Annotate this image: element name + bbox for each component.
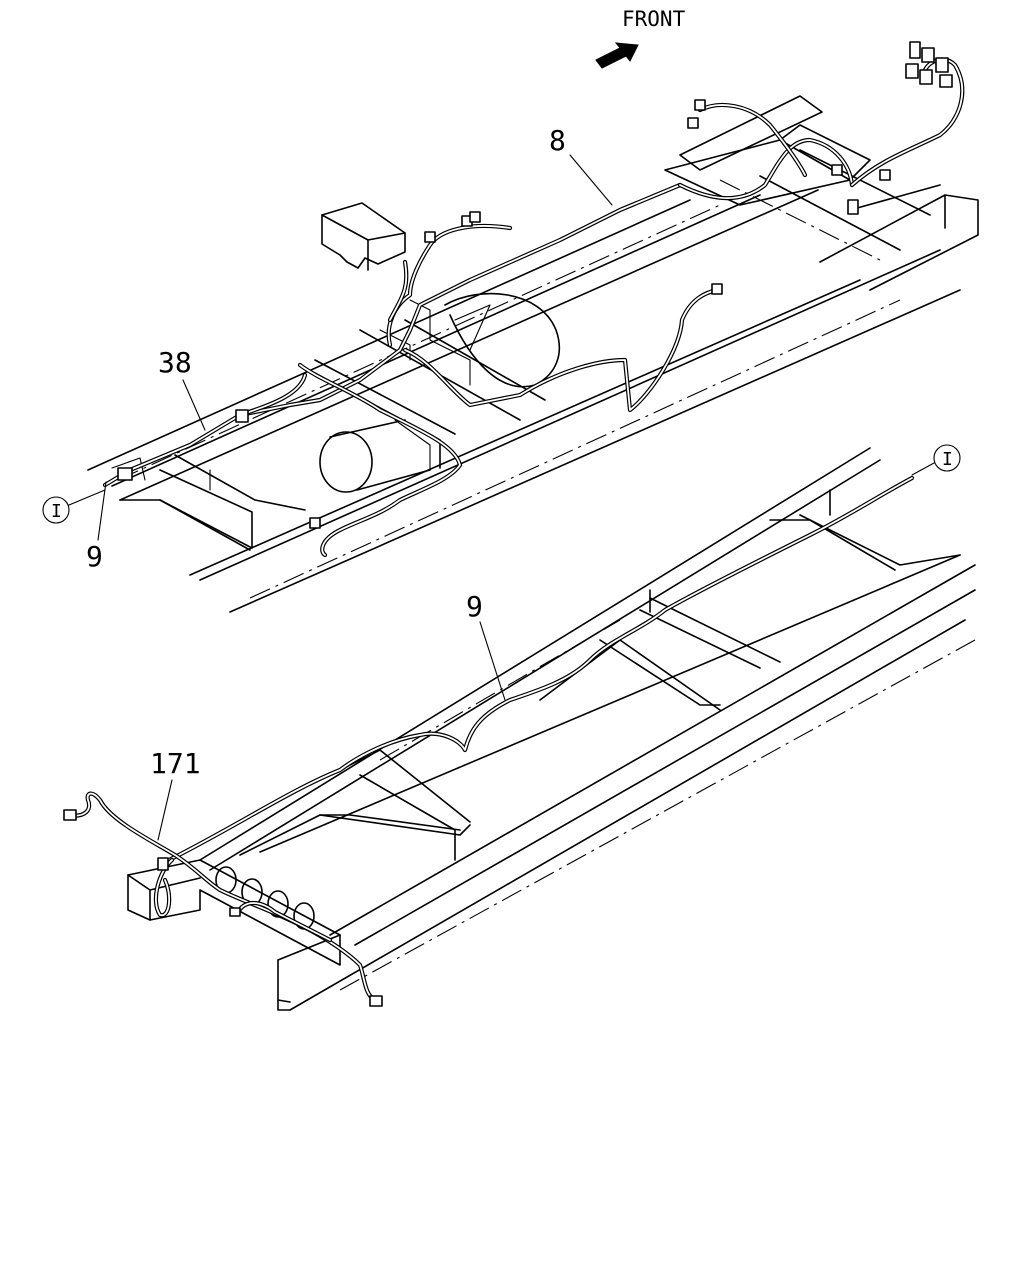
- callout-9-lower: 9: [466, 590, 506, 701]
- marker-label: I: [942, 449, 953, 470]
- front-label: FRONT: [622, 7, 686, 31]
- connector-icon: [369, 995, 383, 1007]
- callout-171: 171: [150, 747, 201, 841]
- callout-label: 9: [466, 590, 483, 623]
- connector-icon: [235, 409, 249, 423]
- callout-38: 38: [158, 346, 206, 431]
- callout-label: 171: [150, 747, 201, 780]
- callout-8: 8: [549, 124, 613, 206]
- callout-label: 9: [86, 540, 103, 573]
- upper-frame-assembly: [87, 95, 979, 613]
- lower-wire-harness: [63, 475, 915, 1007]
- connector-icon: [229, 907, 241, 917]
- upper-wire-harness: [102, 41, 965, 558]
- connection-marker-left: I: [42, 489, 106, 524]
- connector-icon: [687, 117, 699, 129]
- connector-icon: [63, 809, 77, 821]
- connector-icon: [424, 231, 436, 243]
- lower-frame-assembly: [127, 447, 976, 1011]
- connector-icon: [879, 169, 891, 181]
- front-arrow-icon: [595, 42, 639, 69]
- marker-label: I: [51, 501, 62, 522]
- connector-icon: [847, 199, 859, 215]
- connector-icon: [469, 211, 481, 223]
- front-direction-indicator: FRONT: [595, 7, 686, 69]
- callout-9-upper: 9: [86, 481, 107, 573]
- connector-cluster-icon: [905, 41, 953, 88]
- connection-marker-right: I: [911, 444, 961, 476]
- connector-icon: [117, 467, 133, 481]
- callout-label: 38: [158, 346, 192, 379]
- connector-icon: [309, 517, 321, 529]
- callout-label: 8: [549, 124, 566, 157]
- connector-icon: [694, 99, 706, 111]
- connector-icon: [711, 283, 723, 295]
- connector-icon: [831, 164, 843, 176]
- connector-icon: [157, 857, 169, 871]
